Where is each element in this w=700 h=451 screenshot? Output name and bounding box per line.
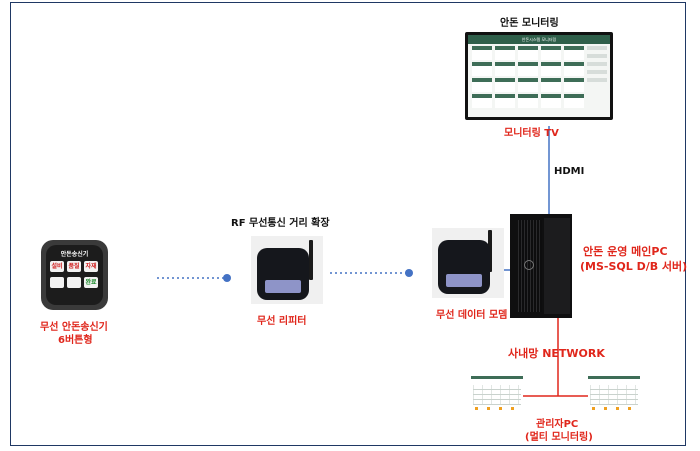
monitoring-tv-label: 모니터링 TV (504, 128, 559, 139)
tv-screen-header: 안돈시스템 모니터링 (468, 35, 610, 44)
monitoring-title: 안돈 모니터링 (500, 18, 559, 29)
transmitter-label-line2: 6버튼형 (58, 335, 93, 346)
admin-screen-left (471, 376, 523, 411)
admin-pc-label-line1: 관리자PC (536, 419, 579, 430)
main-pc-label-line1: 안돈 운영 메인PC (583, 245, 668, 258)
transmitter-title: 안돈송신기 (60, 251, 89, 258)
wireless-modem-image (432, 228, 504, 298)
transmitter-button-4 (50, 277, 64, 288)
transmitter-button-2: 품질 (67, 261, 81, 272)
network-label: 사내망 NETWORK (508, 347, 605, 360)
node-repeater (223, 274, 231, 282)
node-modem (405, 269, 413, 277)
rf-extension-label: RF 무선통신 거리 확장 (231, 218, 330, 229)
wireless-modem-label: 무선 데이터 모뎀 (436, 310, 508, 321)
repeater-label: 무선 리피터 (257, 316, 307, 327)
admin-pc-label-line2: (멀티 모니터링) (525, 432, 593, 443)
main-pc-image (510, 214, 572, 318)
transmitter-button-3: 자재 (84, 261, 98, 272)
repeater-image (251, 236, 323, 304)
transmitter-button-1: 설비 (50, 261, 64, 272)
hdmi-label: HDMI (554, 166, 585, 177)
transmitter-button-6: 완료 (84, 277, 98, 288)
transmitter-button-5 (67, 277, 81, 288)
monitoring-tv-image: 안돈시스템 모니터링 (465, 32, 613, 120)
transmitter-image: 안돈송신기 설비 품질 자재 완료 (41, 240, 108, 310)
main-pc-label-line2: (MS-SQL D/B 서버) (580, 260, 688, 273)
admin-screen-right (588, 376, 640, 411)
transmitter-label-line1: 무선 안돈송신기 (40, 322, 108, 333)
dell-logo-icon (524, 260, 534, 270)
diagram-frame (10, 2, 686, 446)
